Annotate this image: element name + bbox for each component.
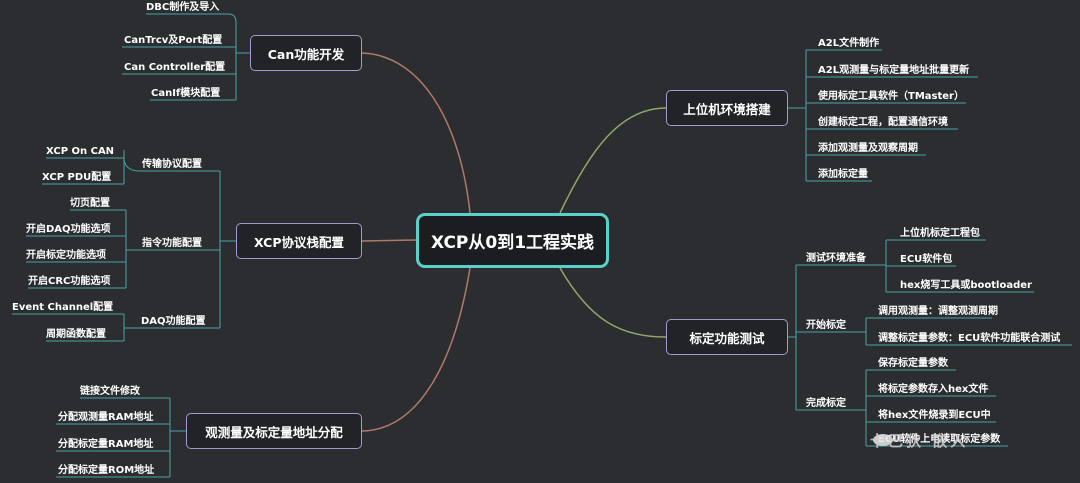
group-start-calib[interactable]: 开始标定 xyxy=(806,320,846,331)
leaf-host-project-pkg[interactable]: 上位机标定工程包 xyxy=(900,228,980,239)
leaf-add-measure[interactable]: 添加观测量及观察周期 xyxy=(818,143,918,154)
leaf-xcp-pdu[interactable]: XCP PDU配置 xyxy=(42,172,112,183)
edge-root-test xyxy=(559,267,667,338)
edge-root-addr xyxy=(361,267,471,432)
leaf-page-switch[interactable]: 切页配置 xyxy=(70,198,110,209)
leaf-event-channel[interactable]: Event Channel配置 xyxy=(12,302,114,313)
edge-root-can xyxy=(361,52,471,214)
leaf-ecu-software-pkg[interactable]: ECU软件包 xyxy=(900,254,953,265)
leaf-can-controller[interactable]: Can Controller配置 xyxy=(124,62,226,73)
leaf-canif[interactable]: CanIf模块配置 xyxy=(151,88,221,99)
leaf-cantrcv[interactable]: CanTrcv及Port配置 xyxy=(124,35,223,46)
branch-can-dev[interactable]: Can功能开发 xyxy=(250,35,362,71)
bracket-test xyxy=(788,239,1072,447)
leaf-read-calib[interactable]: ECU软件上电读取标定参数 xyxy=(878,434,1001,445)
bracket-addr xyxy=(56,397,186,478)
branch-host-env[interactable]: 上位机环境搭建 xyxy=(666,90,788,126)
leaf-calib-rom[interactable]: 分配标定量ROM地址 xyxy=(58,465,155,476)
leaf-use-tmaster[interactable]: 使用标定工具软件（TMaster） xyxy=(818,91,964,102)
watermark-logo-icon xyxy=(873,434,893,446)
bracket-can xyxy=(122,13,250,101)
watermark: 卡巴狄 嵌入 xyxy=(870,432,969,450)
leaf-create-project[interactable]: 创建标定工程，配置通信环境 xyxy=(818,117,948,128)
branch-address-alloc[interactable]: 观测量及标定量地址分配 xyxy=(186,413,362,449)
group-daq[interactable]: DAQ功能配置 xyxy=(141,316,206,327)
leaf-add-calib[interactable]: 添加标定量 xyxy=(818,169,868,180)
leaf-save-calib[interactable]: 保存标定量参数 xyxy=(878,358,948,369)
leaf-hex-flash-tool[interactable]: hex烧写工具或bootloader xyxy=(900,280,1032,291)
edge-root-xcp xyxy=(361,239,417,242)
leaf-xcp-on-can[interactable]: XCP On CAN xyxy=(46,146,115,157)
leaf-enable-calib[interactable]: 开启标定功能选项 xyxy=(26,250,106,261)
leaf-call-measure[interactable]: 调用观测量：调整观测周期 xyxy=(878,306,998,317)
leaf-enable-daq[interactable]: 开启DAQ功能选项 xyxy=(26,224,111,235)
group-transport[interactable]: 传输协议配置 xyxy=(142,159,202,170)
root-node[interactable]: XCP从0到1工程实践 xyxy=(416,213,609,268)
bracket-xcp xyxy=(12,150,236,342)
branch-xcp-stack[interactable]: XCP协议栈配置 xyxy=(236,223,362,259)
leaf-meas-ram[interactable]: 分配观测量RAM地址 xyxy=(58,412,154,423)
group-test-env[interactable]: 测试环境准备 xyxy=(806,253,866,264)
edge-root-host xyxy=(559,107,667,214)
leaf-a2l-update[interactable]: A2L观测量与标定量地址批量更新 xyxy=(818,65,970,76)
group-command[interactable]: 指令功能配置 xyxy=(142,238,202,249)
leaf-dbc[interactable]: DBC制作及导入 xyxy=(146,2,220,13)
branch-calib-test[interactable]: 标定功能测试 xyxy=(666,319,788,355)
leaf-flash-ecu[interactable]: 将hex文件烧录到ECU中 xyxy=(878,410,991,421)
group-finish-calib[interactable]: 完成标定 xyxy=(806,398,846,409)
leaf-calib-ram[interactable]: 分配标定量RAM地址 xyxy=(58,439,154,450)
bracket-host xyxy=(788,49,978,182)
leaf-link-file[interactable]: 链接文件修改 xyxy=(80,386,140,397)
leaf-cycle-func[interactable]: 周期函数配置 xyxy=(46,329,106,340)
leaf-adjust-calib[interactable]: 调整标定量参数：ECU软件功能联合测试 xyxy=(878,333,1061,344)
leaf-enable-crc[interactable]: 开启CRC功能选项 xyxy=(28,276,111,287)
leaf-store-hex[interactable]: 将标定参数存入hex文件 xyxy=(878,384,989,395)
leaf-a2l-create[interactable]: A2L文件制作 xyxy=(818,38,880,49)
